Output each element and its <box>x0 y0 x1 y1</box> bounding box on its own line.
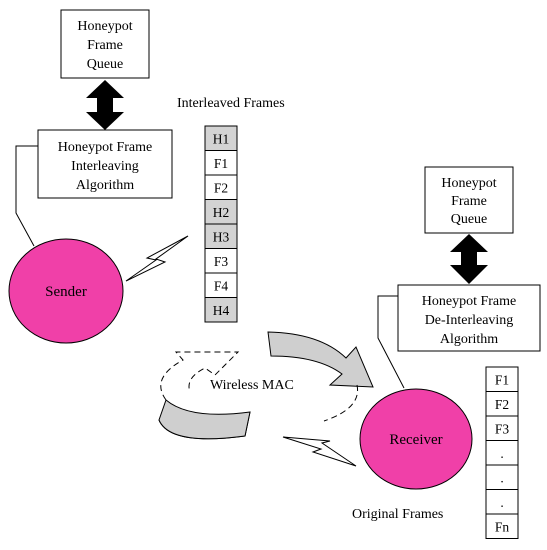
interleaved-frame-cell-box <box>204 223 238 249</box>
original-frame-cell-label: . <box>500 495 503 510</box>
wireless-arrow-top <box>267 331 374 388</box>
sender-lightning-icon <box>125 235 189 282</box>
wireless-arrow-right <box>323 384 359 422</box>
interleaved-frame-cell: H1 <box>204 125 238 151</box>
sender-queue-double-arrow <box>86 80 124 130</box>
receiver-algorithm-line-2: De-Interleaving <box>425 313 514 328</box>
sender-queue-line-2: Frame <box>87 38 123 53</box>
interleaved-frame-cell-label: F2 <box>214 180 228 195</box>
wireless-mac-label: Wireless MAC <box>210 378 294 393</box>
interleaved-frame-cell-label: F1 <box>214 156 228 171</box>
receiver-queue-double-arrow <box>450 234 488 284</box>
receiver-algorithm-box: Honeypot Frame De-Interleaving Algorithm <box>397 284 541 352</box>
original-frame-cell: . <box>485 440 519 466</box>
sender-connector-line <box>15 145 38 247</box>
receiver-queue-line-3: Queue <box>451 212 488 227</box>
interleaved-frame-cell-box <box>204 125 238 151</box>
wireless-arrow-bottom-fill <box>158 399 251 440</box>
original-frame-cell-label: F3 <box>495 421 510 436</box>
receiver-algorithm-line-1: Honeypot Frame <box>422 294 516 309</box>
sender-queue-line-3: Queue <box>87 57 124 72</box>
receiver-node-label: Receiver <box>389 432 442 448</box>
receiver-lightning-icon <box>282 436 357 467</box>
sender-algorithm-line-1: Honeypot Frame <box>58 140 152 155</box>
sender-algorithm-box: Honeypot Frame Interleaving Algorithm <box>37 129 173 199</box>
interleaved-frame-cell-label: H1 <box>213 131 230 146</box>
interleaved-frame-cell: F1 <box>204 150 238 176</box>
original-frame-cell: F2 <box>485 391 519 417</box>
original-frame-cell: Fn <box>485 513 519 539</box>
interleaved-frame-cell-label: H2 <box>213 205 230 220</box>
original-frame-cell: . <box>485 464 519 490</box>
sender-queue-line-1: Honeypot <box>77 19 132 34</box>
receiver-node: Receiver <box>359 388 473 490</box>
original-frame-cell: . <box>485 489 519 515</box>
interleaved-frame-cell: H4 <box>204 297 238 323</box>
receiver-algorithm-line-3: Algorithm <box>440 332 498 347</box>
sender-node: Sender <box>8 238 124 344</box>
wireless-mac-cycle: Wireless MAC <box>158 331 374 440</box>
original-frame-cell-label: Fn <box>495 519 510 534</box>
sender-algorithm-line-2: Interleaving <box>71 159 139 174</box>
interleaved-frame-cell-box <box>204 272 238 298</box>
interleaved-frame-cell-label: H3 <box>213 229 230 244</box>
interleaved-frame-cell-box <box>204 248 238 274</box>
sender-node-label: Sender <box>45 284 87 300</box>
receiver-queue-line-1: Honeypot <box>441 176 496 191</box>
interleaved-frames-caption: Interleaved Frames <box>177 96 285 111</box>
original-frame-cell-label: . <box>500 446 503 461</box>
original-frame-cell-box <box>485 440 519 466</box>
interleaved-frame-cell-label: H4 <box>213 303 230 318</box>
sender-algorithm-line-3: Algorithm <box>76 178 134 193</box>
interleaved-frame-cell-label: F3 <box>214 254 229 269</box>
original-frame-cell-label: . <box>500 470 503 485</box>
sender-queue-box: Honeypot Frame Queue <box>60 9 150 79</box>
interleaved-frame-cell: F2 <box>204 174 238 200</box>
interleaved-frame-cell: F3 <box>204 248 238 274</box>
receiver-connector-line <box>377 295 405 389</box>
receiver-queue-line-2: Frame <box>451 194 487 209</box>
original-frame-cell-label: F1 <box>495 372 509 387</box>
original-frame-cell-label: F2 <box>495 397 509 412</box>
original-frame-cell-box <box>485 464 519 490</box>
wireless-arrow-left <box>160 351 240 401</box>
receiver-queue-box: Honeypot Frame Queue <box>424 166 514 234</box>
interleaved-frame-cell: F4 <box>204 272 238 298</box>
interleaved-frame-cell-box <box>204 297 238 323</box>
original-frame-cell: F1 <box>485 366 519 392</box>
interleaved-frame-cell: H3 <box>204 223 238 249</box>
original-frame-cell: F3 <box>485 415 519 441</box>
interleaved-frame-cell-label: F4 <box>214 278 229 293</box>
interleaved-frame-cell: H2 <box>204 199 238 225</box>
original-frame-cell-box <box>485 513 519 539</box>
original-frames-caption: Original Frames <box>352 507 443 522</box>
